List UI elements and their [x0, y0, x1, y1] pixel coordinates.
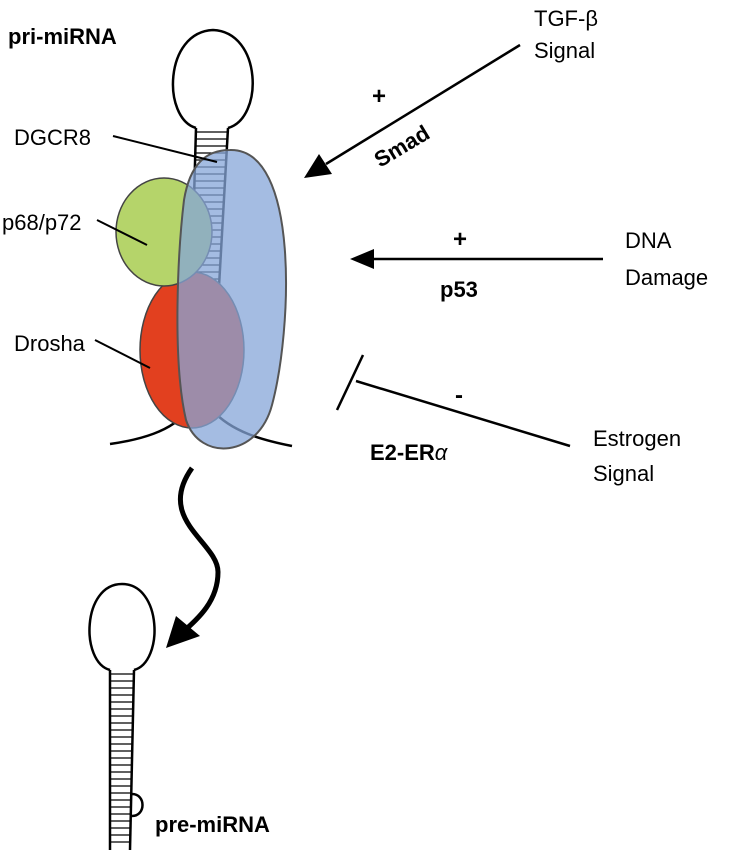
- activation-arrowhead-icon: [304, 154, 332, 178]
- pre-mirna-base-pairs: [110, 673, 134, 843]
- inhibition-bar-icon: [335, 354, 365, 411]
- dna-sign: +: [453, 226, 467, 253]
- damage-label: Damage: [625, 265, 708, 290]
- tgf-sign: +: [372, 83, 386, 110]
- callout-lines: [94, 135, 218, 369]
- e2-er-alpha-label: E2-ERα: [370, 440, 449, 465]
- processing-arrow: [166, 466, 221, 648]
- estrogen-label: Estrogen: [593, 426, 681, 451]
- pre-mirna-label: pre-miRNA: [155, 812, 270, 837]
- dna-label: DNA: [625, 228, 672, 253]
- estrogen-signal-label: Signal: [593, 461, 654, 486]
- smad-label: Smad: [370, 120, 434, 172]
- drosha-label: Drosha: [14, 331, 86, 356]
- dna-damage-pathway: + p53 DNA Damage: [350, 226, 708, 302]
- arrowhead-icon: [166, 616, 200, 648]
- dgcr8-label: DGCR8: [14, 125, 91, 150]
- p53-label: p53: [440, 277, 478, 302]
- estrogen-pathway: - E2-ERα Estrogen Signal: [335, 354, 681, 486]
- tgf-signal-label: Signal: [534, 38, 595, 63]
- tgf-beta-pathway: + Smad TGF-β Signal: [304, 6, 598, 178]
- dgcr8-protein: [176, 148, 287, 450]
- pri-mirna-label: pri-miRNA: [8, 24, 117, 49]
- tgf-beta-label: TGF-β: [534, 6, 598, 31]
- estrogen-sign: -: [455, 382, 463, 409]
- p68-p72-label: p68/p72: [2, 210, 82, 235]
- pre-mirna-hairpin: [88, 582, 156, 851]
- activation-arrowhead-icon: [350, 249, 374, 269]
